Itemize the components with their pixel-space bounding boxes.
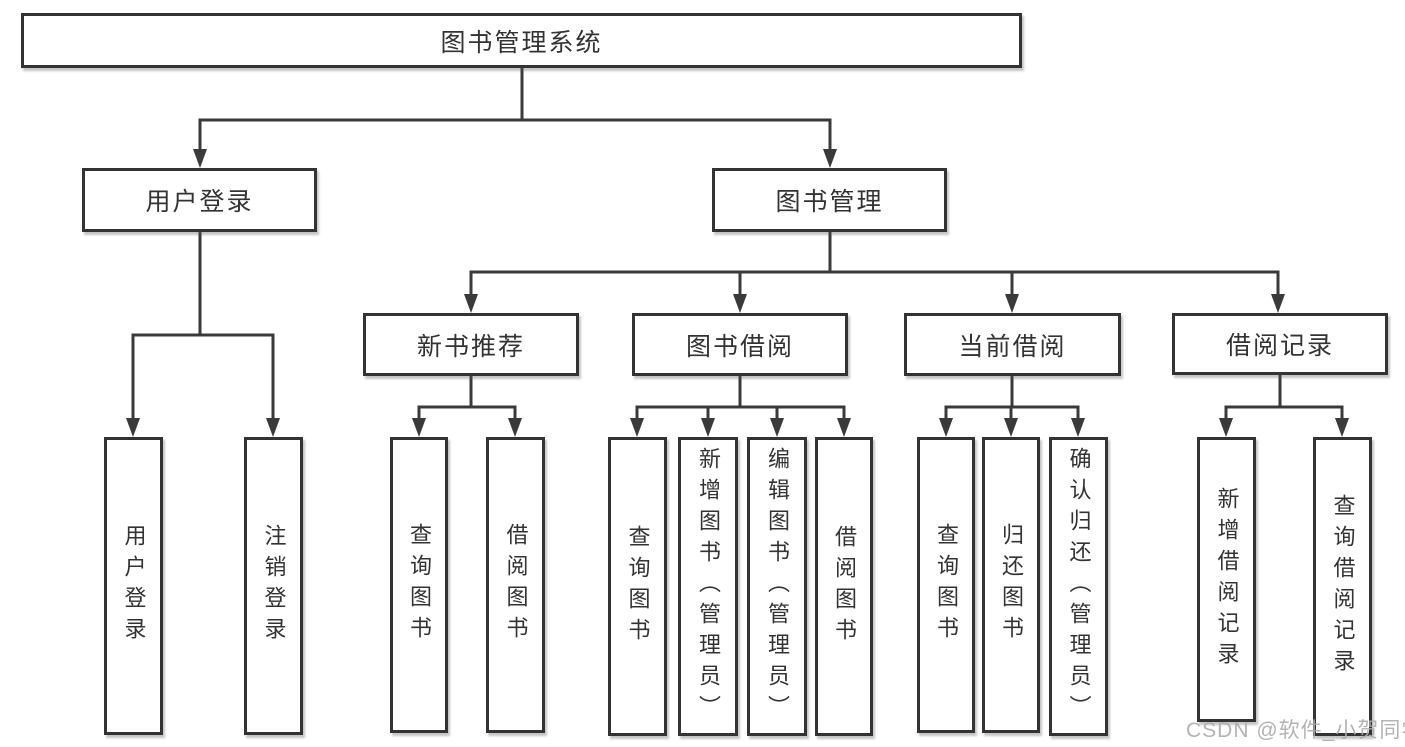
leaf-edit-book-admin: 编辑图书（管理员） [747,437,807,736]
node-new-book-recommendation: 新书推荐 [363,313,579,376]
leaf-query-borrow-record: 查询借阅记录 [1313,437,1372,736]
node-user-login: 用户登录 [82,168,317,232]
node-library-management-system: 图书管理系统 [21,13,1022,68]
leaf-query-books-borrowing: 查询图书 [608,437,667,736]
leaf-user-login: 用户登录 [104,437,163,735]
node-borrowing-records: 借阅记录 [1172,313,1388,375]
leaf-query-books-recommend: 查询图书 [390,437,448,733]
node-book-borrowing: 图书借阅 [632,313,848,376]
leaf-borrow-books-recommend: 借阅图书 [486,437,545,733]
leaf-confirm-return-admin: 确认归还（管理员） [1049,437,1108,736]
leaf-query-books-current: 查询图书 [917,437,975,733]
csdn-watermark: CSDN @软件_小贺同学 [1186,719,1405,742]
leaf-add-borrow-record: 新增借阅记录 [1197,437,1256,722]
node-book-management: 图书管理 [712,168,947,232]
leaf-return-books: 归还图书 [982,437,1040,733]
leaf-logout-login: 注销登录 [244,437,303,735]
node-current-borrowing: 当前借阅 [904,313,1121,376]
leaf-add-book-admin: 新增图书（管理员） [678,437,738,736]
leaf-borrow-books-borrowing: 借阅图书 [815,437,873,736]
